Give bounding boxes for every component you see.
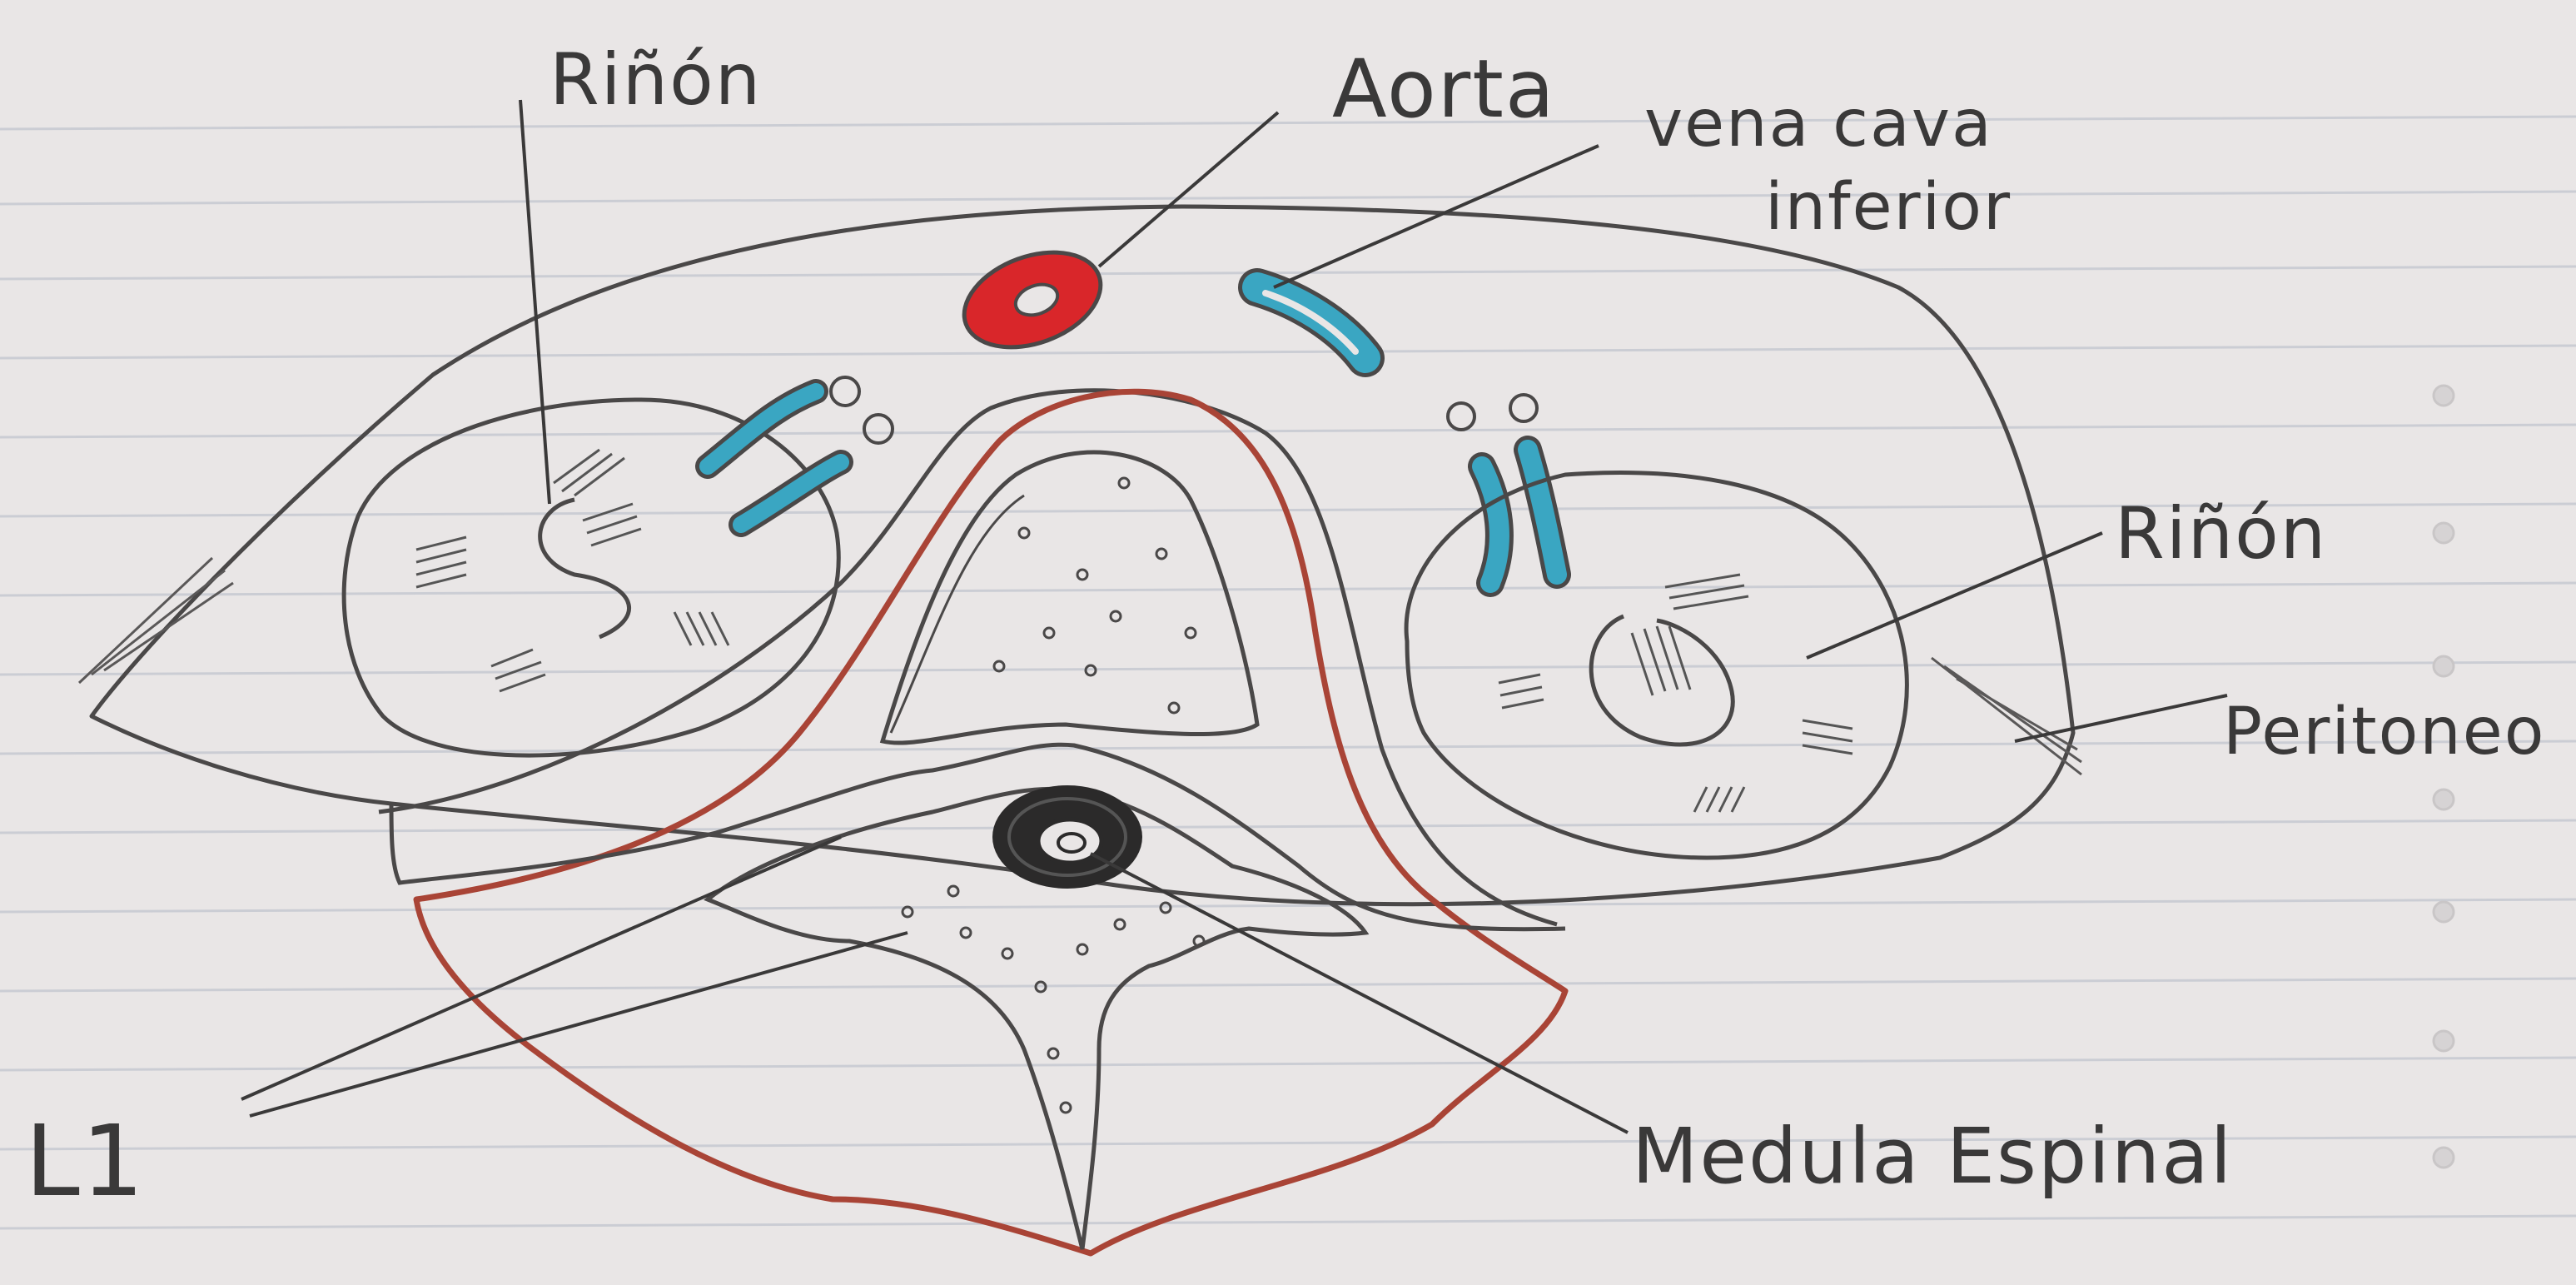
label-spinal-cord: Medula Espinal xyxy=(1632,1112,2233,1201)
label-kidney-left: Riñón xyxy=(550,38,762,122)
label-ivc-line2: inferior xyxy=(1765,170,2012,245)
spinal-cord xyxy=(992,785,1142,889)
label-ivc-line1: vena cava xyxy=(1644,87,1993,162)
label-kidney-right: Riñón xyxy=(2115,492,2327,575)
label-aorta: Aorta xyxy=(1332,42,1556,136)
label-peritoneum: Peritoneo xyxy=(2223,695,2545,770)
label-vertebra: L1 xyxy=(25,1103,146,1218)
